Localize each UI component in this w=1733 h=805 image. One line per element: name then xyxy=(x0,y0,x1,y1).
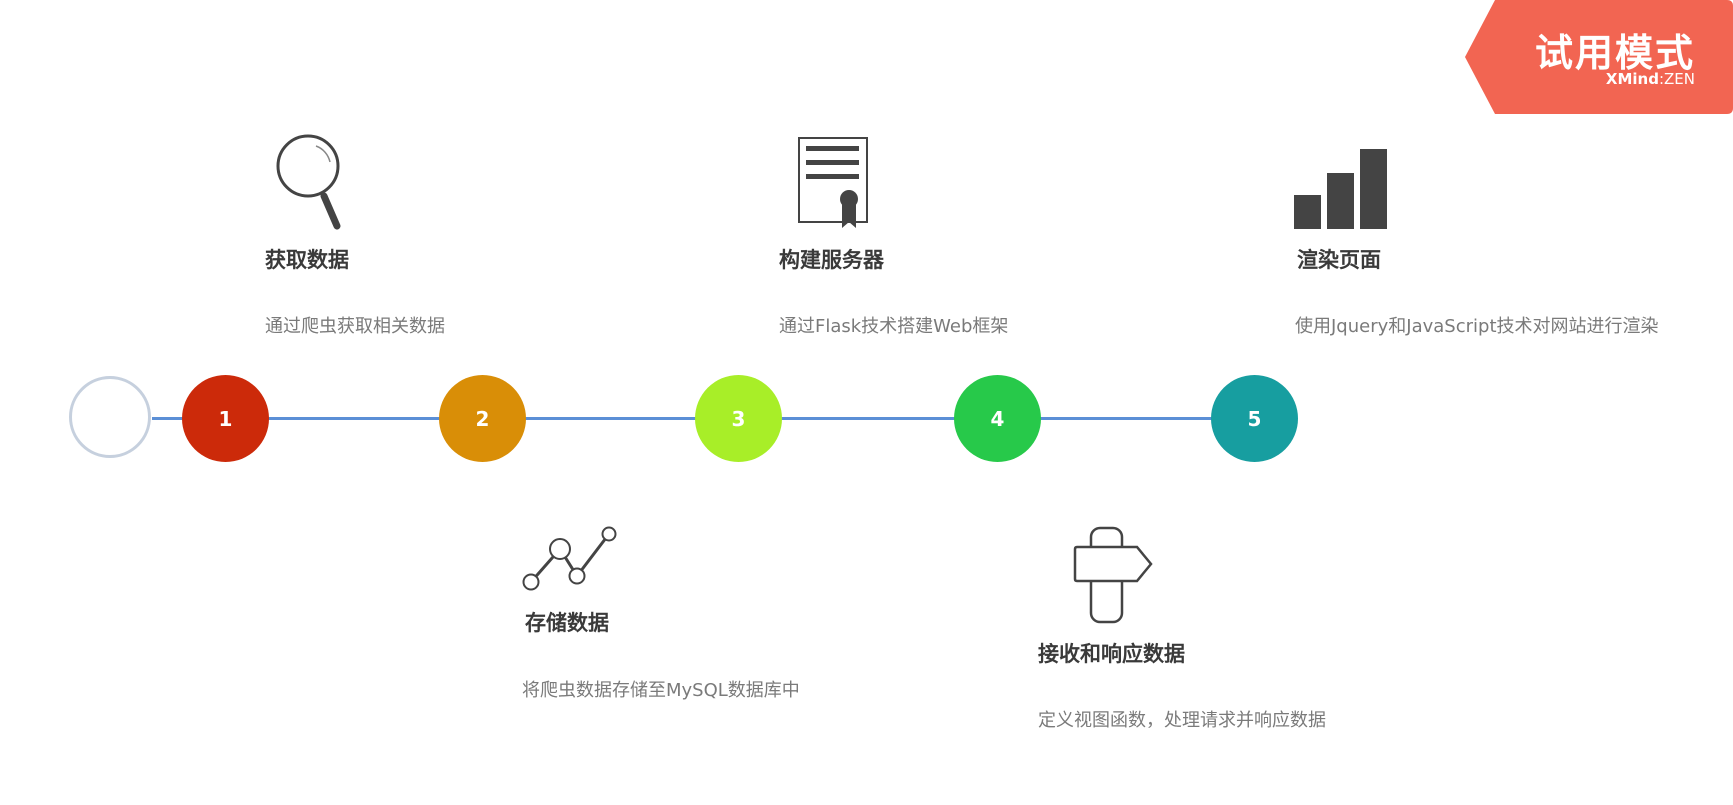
step-title-4: 接收和响应数据 xyxy=(1038,642,1185,666)
badge-shape xyxy=(1465,0,1733,114)
brand-edition: ZEN xyxy=(1664,70,1695,88)
step-node-3[interactable]: 3 xyxy=(695,375,782,462)
step-desc-2: 将爬虫数据存储至MySQL数据库中 xyxy=(522,680,800,701)
step-title-5: 渲染页面 xyxy=(1297,248,1381,272)
step-node-4[interactable]: 4 xyxy=(954,375,1041,462)
brand-separator: : xyxy=(1658,70,1665,88)
xmind-brand: XMind:ZEN xyxy=(1606,70,1695,88)
line-chart-icon xyxy=(521,526,617,592)
step-node-2[interactable]: 2 xyxy=(439,375,526,462)
step-desc-5: 使用Jquery和JavaScript技术对网站进行渲染 xyxy=(1295,316,1659,337)
step-desc-4: 定义视图函数，处理请求并响应数据 xyxy=(1038,710,1326,731)
brand-name: XMind xyxy=(1605,70,1659,88)
step-title-3: 构建服务器 xyxy=(779,248,884,272)
step-desc-1: 通过爬虫获取相关数据 xyxy=(265,316,445,337)
signpost-icon xyxy=(1073,526,1155,624)
magnifier-icon xyxy=(274,134,344,230)
step-node-5[interactable]: 5 xyxy=(1211,375,1298,462)
trial-mode-badge: 试用模式 XMind:ZEN xyxy=(1465,0,1733,114)
bar-chart-icon xyxy=(1294,149,1388,229)
trial-mode-title: 试用模式 xyxy=(1534,31,1695,75)
timeline-start-circle xyxy=(69,376,151,458)
step-title-2: 存储数据 xyxy=(525,611,609,635)
step-desc-3: 通过Flask技术搭建Web框架 xyxy=(779,316,1009,337)
certificate-icon xyxy=(797,136,869,232)
step-title-1: 获取数据 xyxy=(265,248,349,272)
step-node-1[interactable]: 1 xyxy=(182,375,269,462)
